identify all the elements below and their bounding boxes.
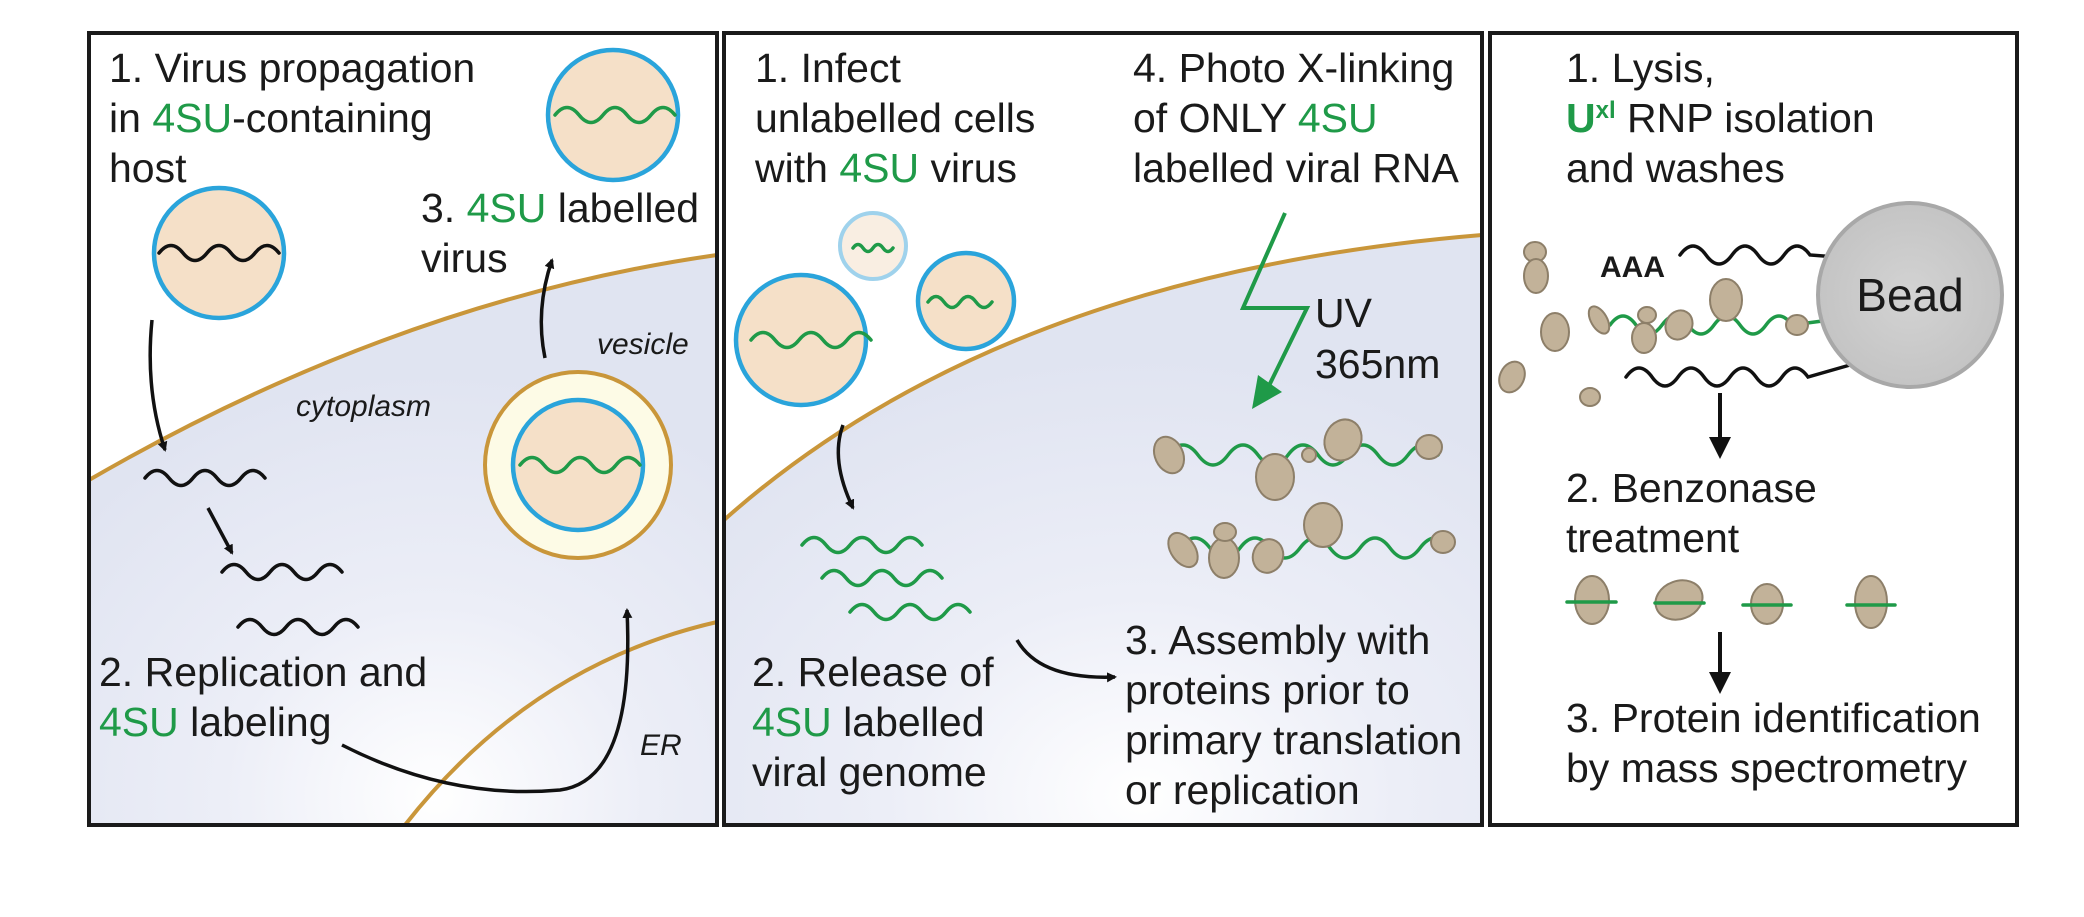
arrow-replication bbox=[206, 507, 234, 555]
polya-label: AAA bbox=[1600, 251, 1665, 284]
labelled-virus bbox=[915, 250, 1017, 352]
plasma-membrane bbox=[722, 233, 1483, 522]
vesicle-label: vesicle bbox=[597, 328, 689, 361]
cytoplasm-label: cytoplasm bbox=[296, 390, 431, 423]
panel-border bbox=[1488, 31, 2019, 827]
unlabelled-virus bbox=[151, 185, 287, 321]
panel-virus-propagation: 1. Virus propagation in 4SU-containing h… bbox=[87, 31, 719, 827]
uv-arrowhead bbox=[1252, 375, 1282, 409]
arrow-exit bbox=[539, 258, 555, 359]
svg-text:Bead: Bead bbox=[1856, 269, 1963, 321]
bead: Bead bbox=[1816, 201, 2004, 389]
step3-text: 3. Protein identification by mass spectr… bbox=[1566, 695, 1992, 791]
step1-text: 1. Infect unlabelled cells with 4SU viru… bbox=[754, 45, 1047, 191]
er-label: ER bbox=[640, 729, 682, 762]
uv-label: UV 365nm bbox=[1315, 290, 1440, 387]
digested-proteins bbox=[1565, 575, 1897, 629]
arrow-to-vesicle bbox=[341, 608, 633, 794]
cell-region bbox=[724, 235, 1482, 825]
protein-cluster bbox=[1498, 241, 1809, 407]
crosslinked-rnp bbox=[1167, 502, 1456, 579]
panel-isolation: 1. Lysis, Uxl RNP isolation and washes B… bbox=[1488, 31, 2019, 827]
arrow-to-cytoplasm bbox=[148, 319, 168, 452]
step1-text: 1. Lysis, Uxl RNP isolation and washes bbox=[1566, 45, 1886, 191]
labelled-virus-faded bbox=[838, 211, 908, 281]
panel-infection: 1. Infect unlabelled cells with 4SU viru… bbox=[722, 31, 1484, 827]
step3-text: 3. 4SU labelled virus bbox=[421, 185, 711, 281]
plasma-membrane bbox=[87, 253, 718, 482]
rna-strand bbox=[1624, 363, 1852, 388]
labelled-virus bbox=[545, 47, 681, 183]
crosslinked-rnp bbox=[1152, 418, 1443, 501]
vesicle bbox=[483, 370, 673, 560]
rna-strand bbox=[1678, 244, 1852, 266]
step2-text: 2. Release of 4SU labelled viral genome bbox=[752, 649, 1005, 795]
er-membrane bbox=[403, 620, 718, 827]
arrow-infect bbox=[836, 424, 855, 510]
step1-text: 1. Virus propagation in 4SU-containing h… bbox=[109, 45, 487, 191]
uv-lightning-icon bbox=[1239, 212, 1311, 401]
step3-text: 3. Assembly with proteins prior to prima… bbox=[1125, 617, 1474, 813]
labelled-virus bbox=[733, 272, 873, 408]
arrow-assembly bbox=[1015, 639, 1117, 683]
step2-text: 2. Replication and 4SU labeling bbox=[99, 649, 439, 745]
panel-border bbox=[87, 31, 719, 827]
step4-text: 4. Photo X-linking of ONLY 4SU labelled … bbox=[1133, 45, 1466, 191]
step2-text: 2. Benzonase treatment bbox=[1566, 465, 1828, 561]
panel-border bbox=[722, 31, 1484, 827]
